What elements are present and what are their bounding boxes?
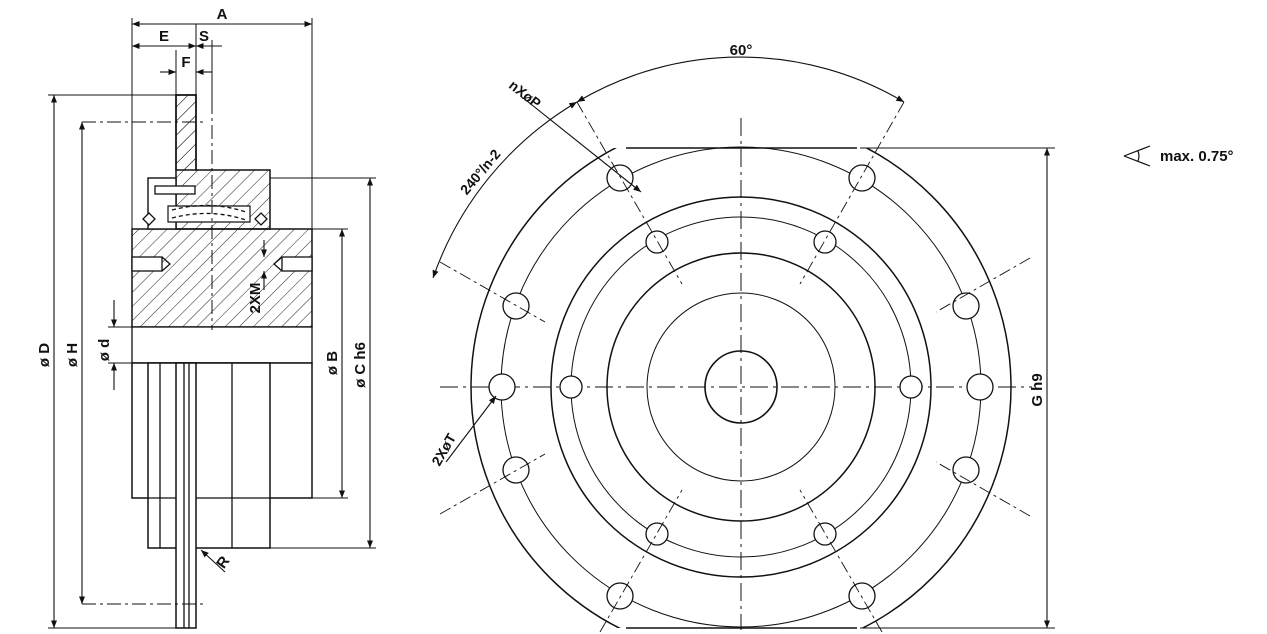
front-dimension-lines [432, 56, 1055, 629]
side-dimension-lines [50, 20, 374, 628]
inner-bolt-holes [559, 230, 923, 546]
dim-label-g: G h9 [1029, 373, 1046, 406]
dim-label-h: ø H [64, 343, 81, 367]
outer-bolt-holes [488, 164, 994, 610]
angle-pitch-label: 240°/n-2 [457, 146, 504, 198]
dim-label-d-outer: ø D [36, 343, 53, 367]
dim-label-f: F [181, 54, 190, 71]
dim-label-d-bore: ø d [96, 339, 113, 362]
angle-label-60: 60° [730, 42, 753, 59]
dim-label-s: S [199, 28, 209, 45]
dim-label-r: R [213, 553, 233, 572]
holes-label: nXøP [506, 77, 544, 112]
angle-icon [1123, 145, 1151, 167]
dim-label-c: ø C h6 [352, 342, 369, 388]
side-section-view [48, 18, 376, 629]
radial-center-lines [439, 101, 1031, 633]
dim-label-e: E [159, 28, 169, 45]
dim-label-a: A [217, 6, 228, 23]
dim-label-2xm: 2XM [247, 283, 264, 314]
tapped-label: 2XøT [428, 430, 459, 468]
dim-label-b: ø B [324, 351, 341, 375]
front-view [440, 118, 1032, 630]
misalignment-label: max. 0.75° [1160, 148, 1234, 165]
